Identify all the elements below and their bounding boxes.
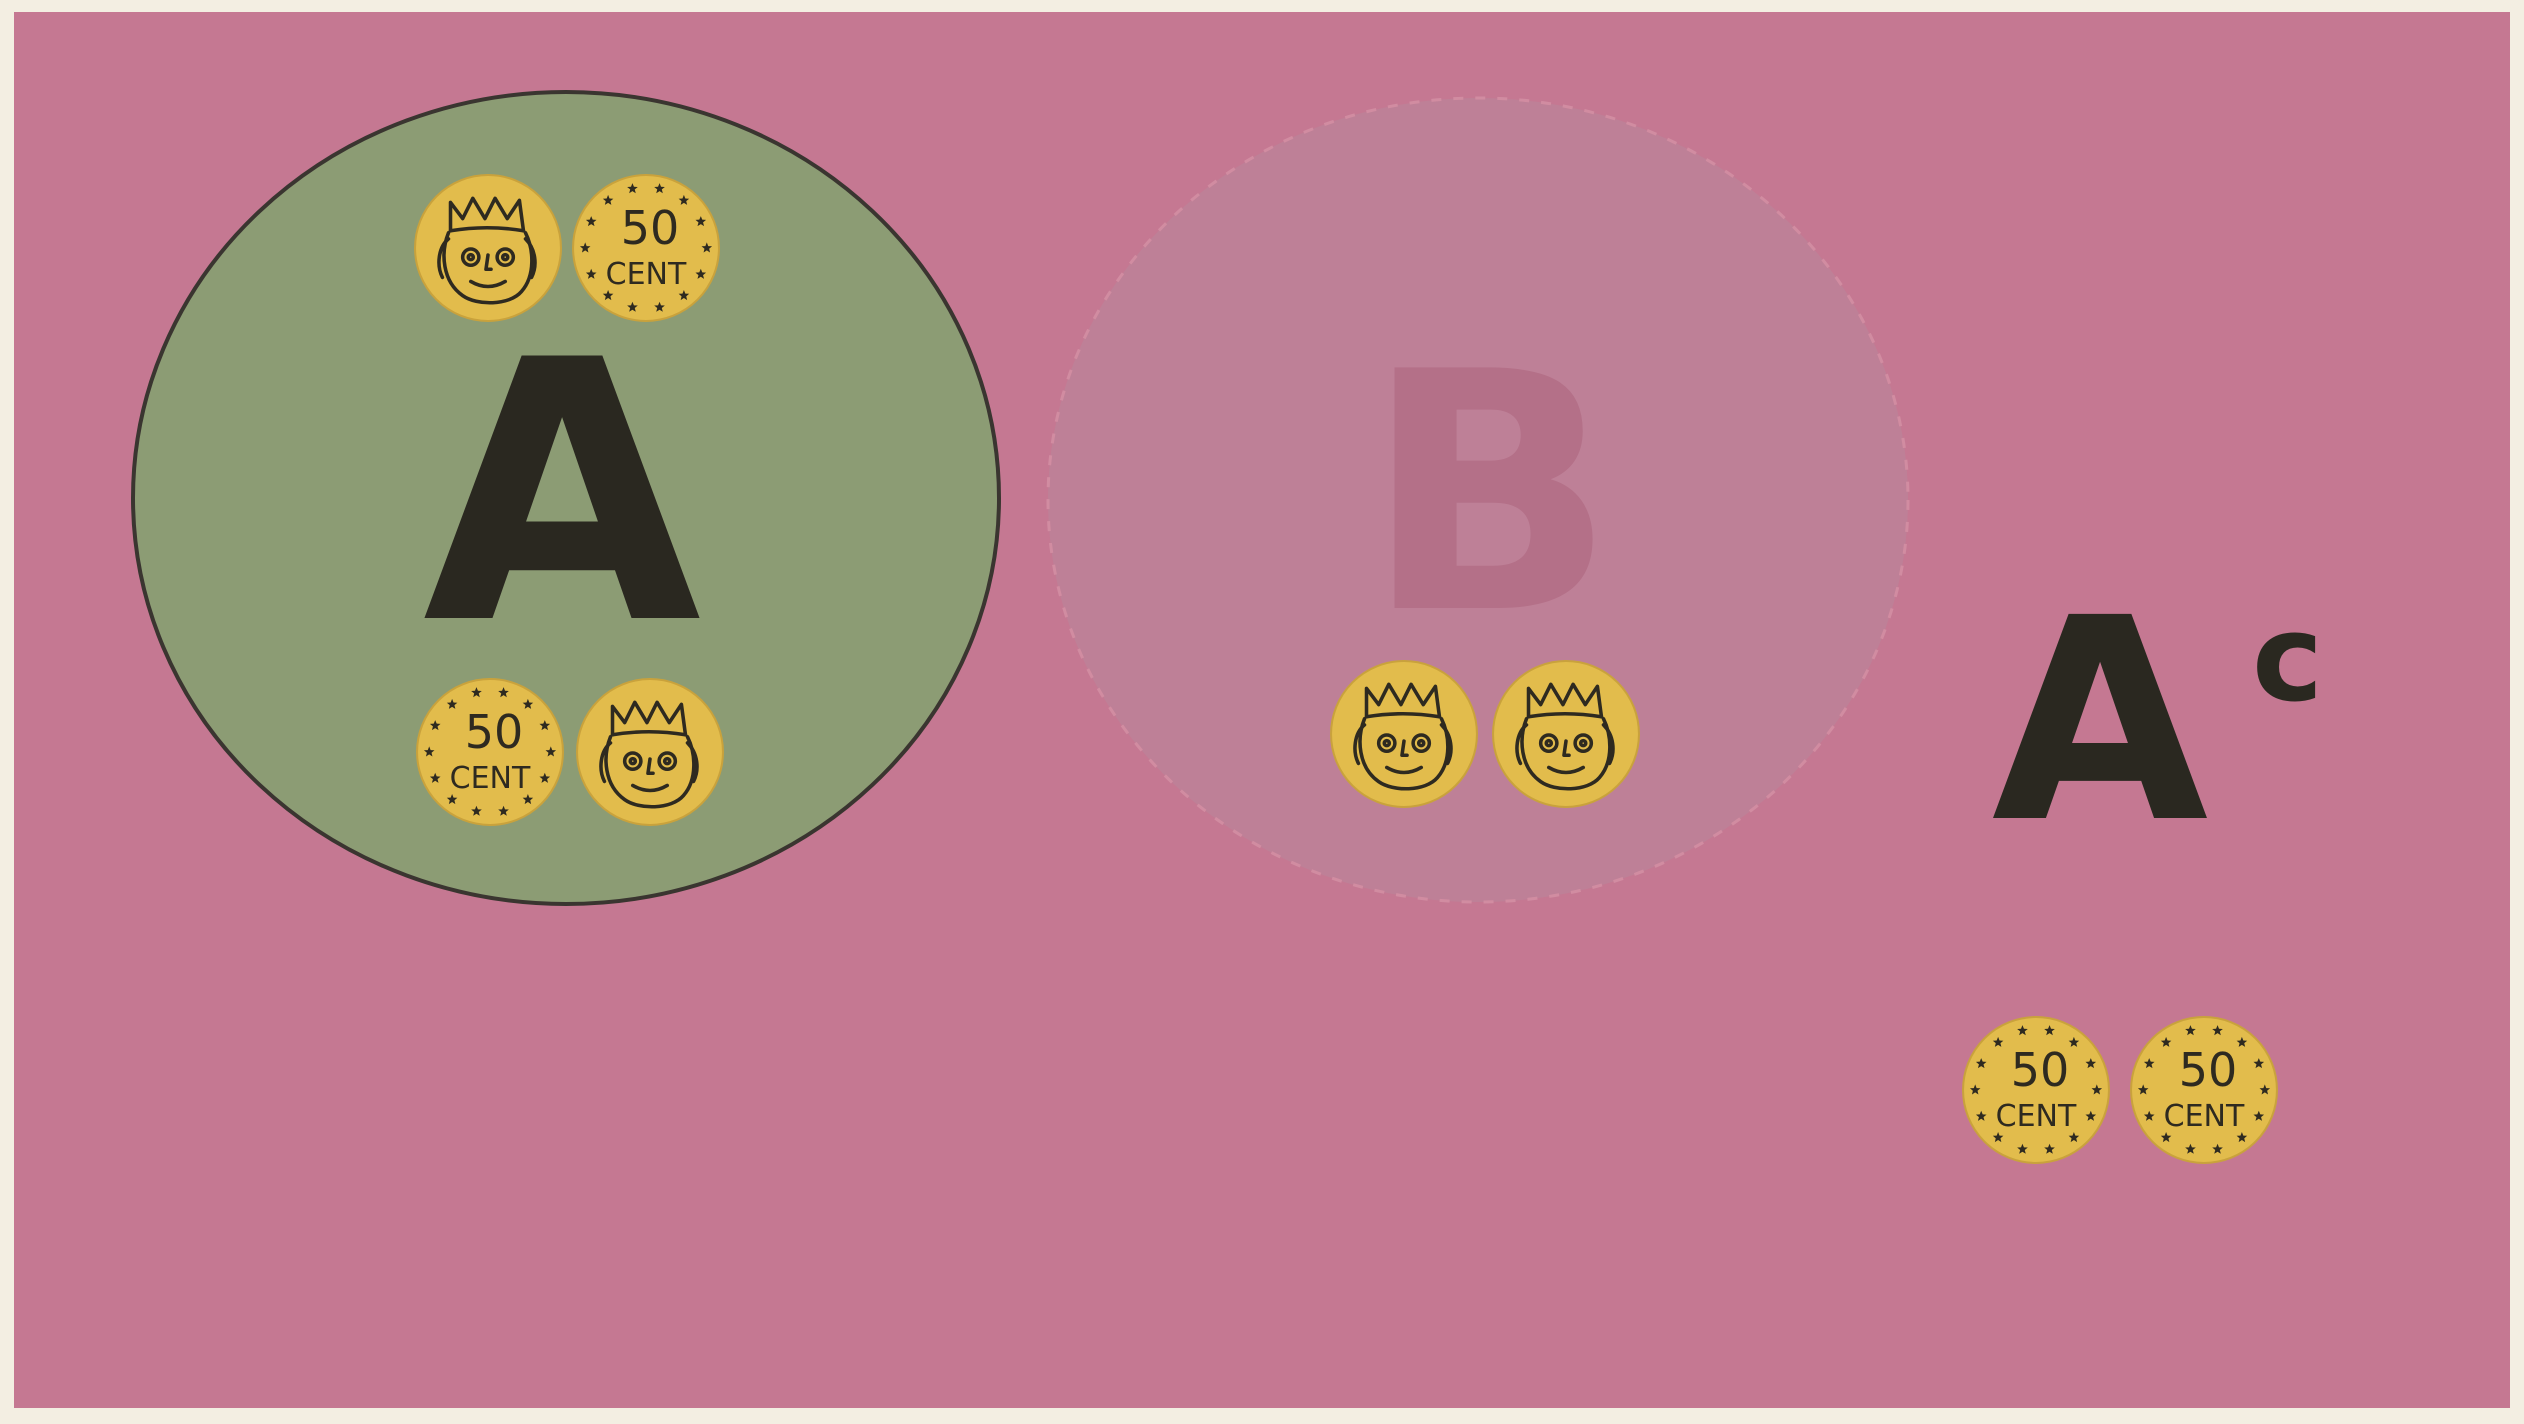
coin-unit-text: CENT xyxy=(1996,1099,2077,1134)
set-b-label: B xyxy=(1364,302,1616,686)
coin-value-text: 50 xyxy=(2011,1043,2070,1097)
set-b: B xyxy=(1046,96,1910,904)
set-a-label: A xyxy=(423,284,704,703)
set-b-circle xyxy=(1046,96,1910,904)
complement-base: A xyxy=(1992,559,2211,885)
coin-heads xyxy=(1329,659,1479,809)
complement-superscript: c xyxy=(2252,590,2323,729)
set-a-circle xyxy=(131,90,1001,906)
coin-value-text: 50 xyxy=(621,201,680,255)
coin-unit-text: CENT xyxy=(450,761,531,796)
coin-unit-text: CENT xyxy=(2164,1099,2245,1134)
coin-heads xyxy=(575,677,725,827)
coin-heads xyxy=(1491,659,1641,809)
coin-value-text: 50 xyxy=(2179,1043,2238,1097)
coin-value-text: 50 xyxy=(465,705,524,759)
coin-unit-text: CENT xyxy=(606,257,687,292)
complement-label: A xyxy=(1992,559,2211,885)
coin-heads xyxy=(413,173,563,323)
